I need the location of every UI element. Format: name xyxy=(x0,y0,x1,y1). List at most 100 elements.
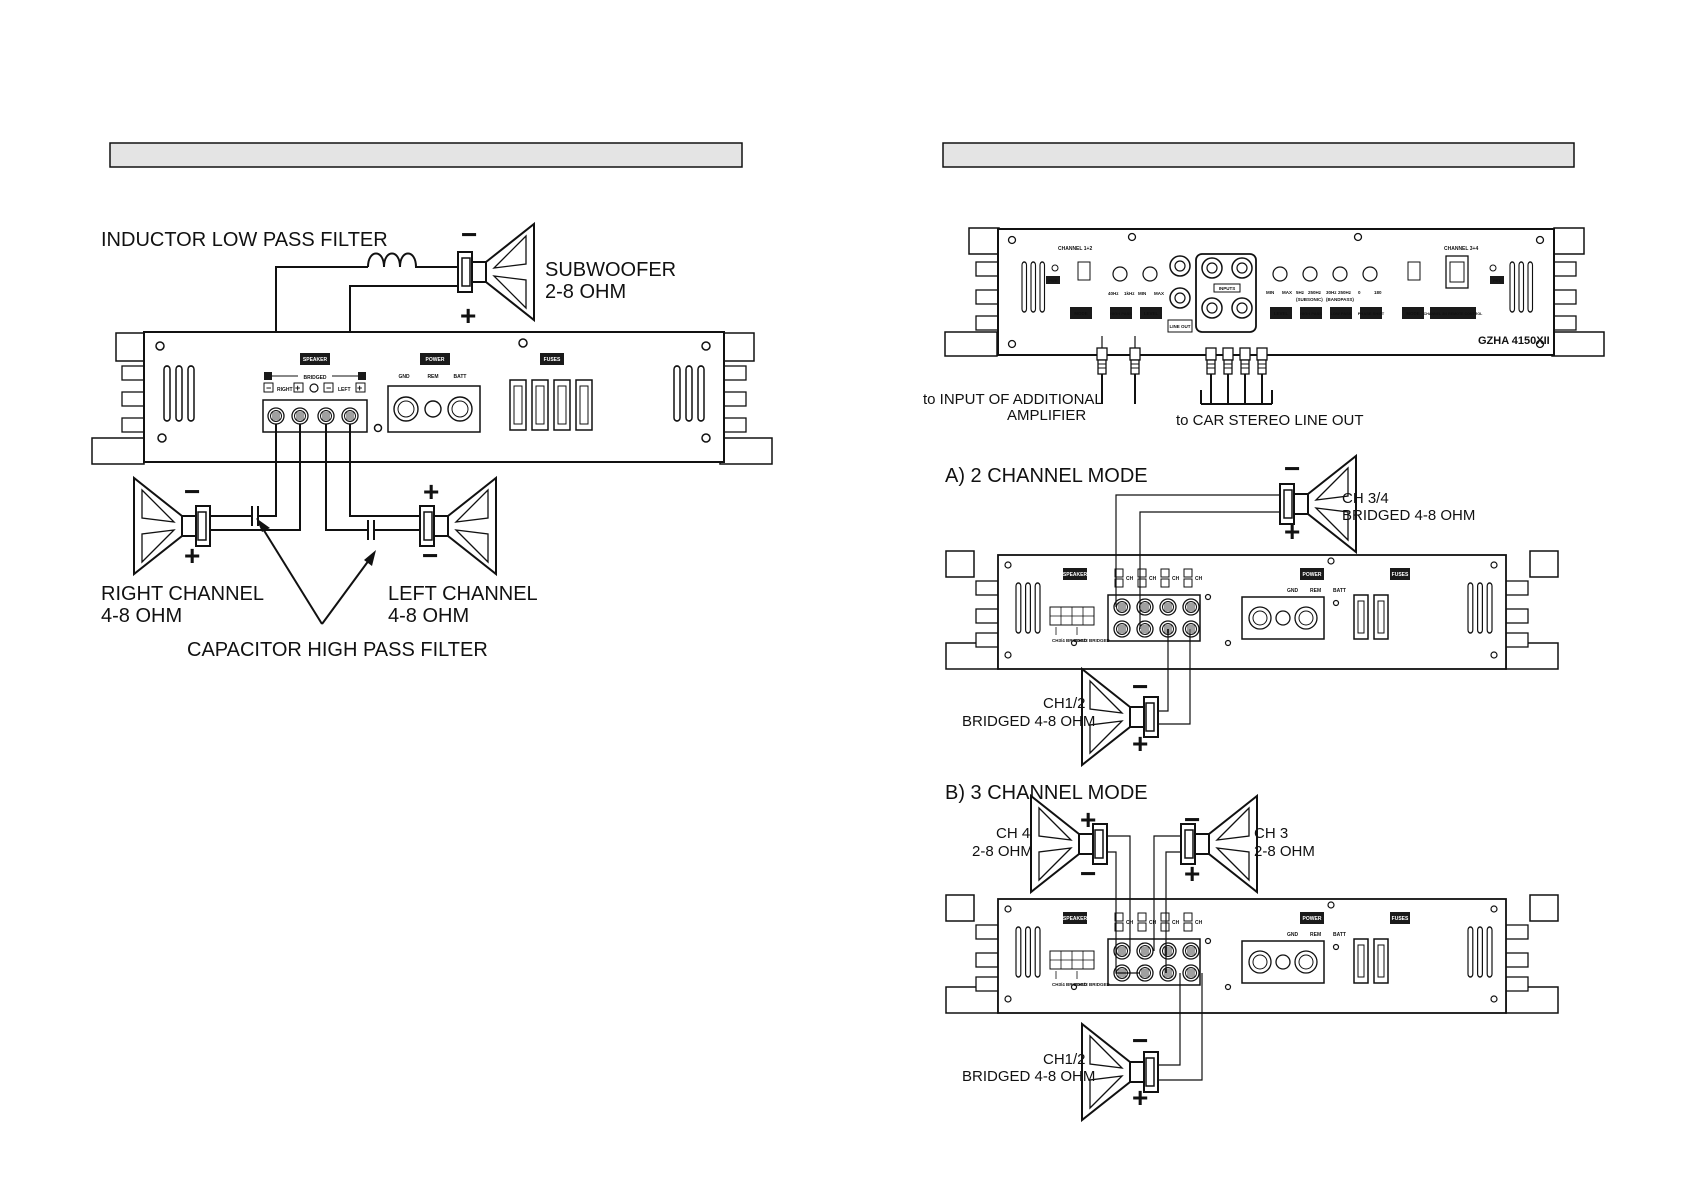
mode-a-ch-0: CH xyxy=(1126,576,1134,582)
mode-b-wire-ch3-pos xyxy=(1165,851,1180,973)
right-channel-name: RIGHT CHANNEL xyxy=(101,583,264,605)
left-ch-plus: + xyxy=(423,476,439,507)
mode-a-ch34-plus: + xyxy=(1284,516,1300,547)
left-amplifier: SPEAKER BRIDGED − RIGHT + − LEFT + POWER… xyxy=(91,331,773,465)
btn-highpass-r: HIGH PASS xyxy=(1300,311,1322,316)
svg-text:−: − xyxy=(326,383,331,393)
mode-a-wire-ch34-neg xyxy=(1115,494,1280,607)
mode-b-ch3-plus: + xyxy=(1184,858,1200,889)
svg-text:−: − xyxy=(266,383,271,393)
knob-max-l: MAX xyxy=(1154,291,1164,296)
mode-a-gnd: GND xyxy=(1287,588,1299,594)
btn-level-l: LEVEL xyxy=(1144,311,1159,316)
mode-a-ch-1: CH xyxy=(1149,576,1157,582)
left-amp-speaker-tag: SPEAKER xyxy=(303,357,328,363)
top-amp-bandpass: (BANDPASS) xyxy=(1326,297,1354,302)
top-amplifier-control-panel: CHANNEL 1+2 CHANNEL 3+4 PWR PRT 40Hz 1kH… xyxy=(944,227,1605,357)
mode-a-bridged-34: CH3/4 BRIDGED xyxy=(1052,638,1088,643)
mode-a-power-tag: POWER xyxy=(1303,572,1322,578)
knob-r-2: 5Hz xyxy=(1296,290,1305,295)
mode-b-wire-ch12-b xyxy=(1150,973,1203,1081)
mode-a-wire-ch34-pos xyxy=(1139,511,1280,629)
mode-a-batt: BATT xyxy=(1333,588,1346,594)
left-channel-impedance: 4-8 OHM xyxy=(388,605,469,627)
svg-text:+: + xyxy=(295,383,300,393)
mode-a-ch34-name: CH 3/4 xyxy=(1342,490,1389,507)
arrow-capacitor-left xyxy=(321,555,373,625)
mode-b-speaker-tag: SPEAKER xyxy=(1063,916,1088,922)
mode-a-speaker-tag: SPEAKER xyxy=(1063,572,1088,578)
to-car-stereo-label: to CAR STEREO LINE OUT xyxy=(1176,412,1364,429)
top-amp-line-out: LINE OUT xyxy=(1170,324,1191,329)
rca-plug-lineout-2 xyxy=(1129,347,1141,405)
mode-b-batt: BATT xyxy=(1333,932,1346,938)
knob-r-3: 250Hz xyxy=(1308,290,1322,295)
left-amp-left-tag: LEFT xyxy=(338,387,351,393)
mode-a-ch12-name: CH1/2 xyxy=(1043,695,1086,712)
rca-plug-input-2 xyxy=(1222,347,1234,405)
mode-b-wire-ch4-pos xyxy=(1106,835,1131,951)
top-amp-channel-12: CHANNEL 1+2 xyxy=(1058,246,1092,252)
left-amp-right-tag: RIGHT xyxy=(277,387,293,393)
mode-a-rem: REM xyxy=(1310,588,1321,594)
right-ch-plus: + xyxy=(184,540,200,571)
mode-a-ch-2: CH xyxy=(1172,576,1180,582)
wire-lch-top xyxy=(349,424,420,517)
mode-b-fuses-tag: FUSES xyxy=(1392,916,1409,922)
mode-b-ch12-impedance: BRIDGED 4-8 OHM xyxy=(962,1068,1095,1085)
mode-b-power-tag: POWER xyxy=(1303,916,1322,922)
top-amp-channel-34: CHANNEL 3+4 xyxy=(1444,246,1478,252)
left-amp-bridged-tag: BRIDGED xyxy=(303,375,326,381)
wire-rch-top-b xyxy=(258,424,277,517)
knob-r-4: 30Hz xyxy=(1326,290,1337,295)
subwoofer-impedance: 2-8 OHM xyxy=(545,281,626,303)
mode-a-title: A) 2 CHANNEL MODE xyxy=(945,465,1148,487)
knob-r-5: 250Hz xyxy=(1338,290,1352,295)
mode-a-bridged-12: CH1/2 BRIDGED xyxy=(1075,638,1111,643)
btn-mode-l: MODE xyxy=(1074,311,1088,316)
svg-text:+: + xyxy=(357,383,362,393)
mode-b-ch12-name: CH1/2 xyxy=(1043,1051,1086,1068)
inductor-low-pass-label: INDUCTOR LOW PASS FILTER xyxy=(101,229,388,251)
inductor-coil-icon xyxy=(367,252,458,268)
mode-b-ch3-minus: − xyxy=(1184,804,1200,835)
knob-r-7: 180 xyxy=(1374,290,1382,295)
mode-b-ch4-name: CH 4 xyxy=(996,825,1030,842)
mode-a-ch34-impedance: BRIDGED 4-8 OHM xyxy=(1342,507,1475,524)
rca-plug-input-1 xyxy=(1205,347,1217,405)
mode-b-ch12-plus: + xyxy=(1132,1082,1148,1113)
top-amp-subsonic: (SUBSONIC) xyxy=(1296,297,1323,302)
mode-b-bridged-34: CH3/4 BRIDGED xyxy=(1052,982,1088,987)
capacitor-high-pass-label: CAPACITOR HIGH PASS FILTER xyxy=(187,639,488,661)
subwoofer-minus: − xyxy=(461,219,477,250)
mode-b-wire-ch12-a xyxy=(1150,973,1181,1066)
mode-a-ch12-plus: + xyxy=(1132,728,1148,759)
mode-b-wire-ch4-neg xyxy=(1106,851,1140,974)
mode-b-ch3-name: CH 3 xyxy=(1254,825,1288,842)
mode-b-ch-2: CH xyxy=(1172,920,1180,926)
subwoofer-plus: + xyxy=(460,300,476,331)
top-amp-pwr: PWR xyxy=(1048,278,1057,283)
top-amp-model: GZHA 4150XII xyxy=(1478,335,1550,347)
mode-b-gnd: GND xyxy=(1287,932,1299,938)
rca-plug-input-3 xyxy=(1239,347,1251,405)
knob-r-6: 0 xyxy=(1358,290,1361,295)
knob-r-0: MIN xyxy=(1266,290,1274,295)
arrow-capacitor-right xyxy=(259,523,323,625)
mode-b-ch-3: CH xyxy=(1195,920,1203,926)
to-input-additional-2: AMPLIFIER xyxy=(1007,407,1086,424)
btn-remote-control: CHANNEL 3/4 REMOTE CONTROL xyxy=(1424,312,1483,316)
left-amp-batt: BATT xyxy=(454,374,467,380)
btn-phaseshift-r: PHASE SHIFT xyxy=(1358,311,1385,316)
mode-b-ch4-plus: + xyxy=(1080,804,1096,835)
knob-r-1: MAX xyxy=(1282,290,1292,295)
right-ch-minus: − xyxy=(184,476,200,507)
left-channel-name: LEFT CHANNEL xyxy=(388,583,538,605)
left-amp-power-tag: POWER xyxy=(426,357,445,363)
top-amp-prt: PRT xyxy=(1493,278,1502,283)
btn-mode-r: MODE xyxy=(1406,311,1420,316)
left-ch-minus: − xyxy=(422,540,438,571)
mode-b-ch3-impedance: 2-8 OHM xyxy=(1254,843,1315,860)
left-amp-rem: REM xyxy=(427,374,438,380)
